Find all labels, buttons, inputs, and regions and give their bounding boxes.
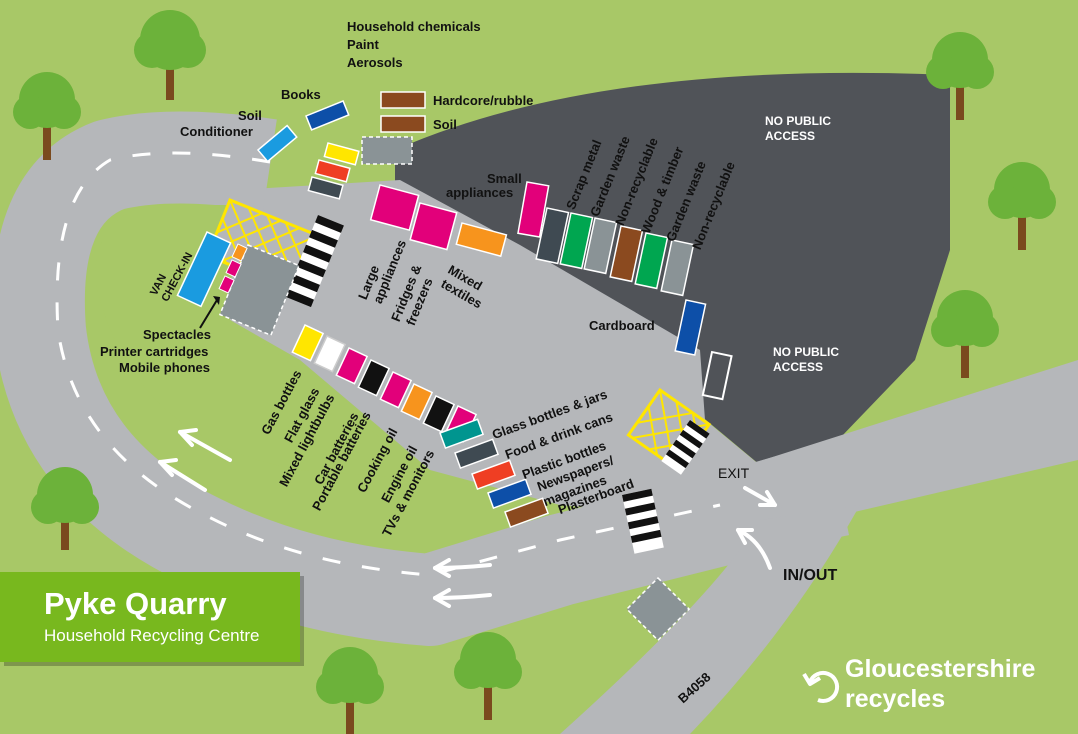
page-subtitle: Household Recycling Centre bbox=[44, 626, 260, 645]
label-small-appliances-1: Small bbox=[487, 171, 522, 186]
brand-line-1: Gloucestershire bbox=[845, 655, 1036, 683]
pointer-arrow bbox=[199, 299, 218, 329]
container-spectacles bbox=[231, 243, 248, 262]
zebra-crossing-3 bbox=[661, 420, 710, 475]
container-gas-bottles bbox=[291, 324, 325, 362]
b4058-road bbox=[560, 505, 860, 734]
title-panel: Pyke Quarry Household Recycling Centre bbox=[0, 572, 300, 662]
container-non-recyclable-1 bbox=[583, 217, 618, 275]
container-garden-waste-2 bbox=[634, 232, 669, 290]
grey-area-hardcore bbox=[361, 136, 413, 165]
direction-arrows bbox=[158, 428, 777, 608]
recycle-icon bbox=[802, 671, 840, 703]
tree bbox=[454, 632, 522, 720]
container-engine-oil bbox=[422, 395, 456, 433]
label-spectacles: Spectacles bbox=[143, 327, 211, 342]
label-mobile-phones: Mobile phones bbox=[119, 360, 210, 375]
outline-box-right bbox=[701, 350, 733, 401]
container-wood-timber bbox=[609, 225, 644, 283]
container-car-batteries bbox=[357, 359, 391, 397]
container-lightbulbs bbox=[335, 347, 369, 385]
road-to-exit bbox=[700, 360, 1078, 520]
container-plastic-bottles bbox=[471, 459, 517, 490]
label-no-public-access-top: NO PUBLIC ACCESS bbox=[765, 114, 831, 143]
container-flat-glass bbox=[313, 335, 347, 373]
label-in-out: IN/OUT bbox=[783, 567, 838, 584]
container-cardboard bbox=[674, 299, 707, 356]
tree bbox=[134, 10, 206, 100]
container-newspapers bbox=[487, 478, 533, 509]
container-textiles bbox=[455, 222, 508, 258]
container-cooking-oil bbox=[400, 383, 434, 421]
container-soil bbox=[380, 115, 426, 133]
brand-logo: Gloucestershire recycles bbox=[845, 654, 1035, 714]
label-printer-cartridges: Printer cartridges bbox=[100, 344, 209, 359]
container-hardcore bbox=[380, 91, 426, 109]
page-title: Pyke Quarry bbox=[44, 586, 227, 621]
label-cardboard: Cardboard bbox=[589, 318, 655, 333]
label-soil: Soil bbox=[433, 117, 457, 132]
label-hardcore: Hardcore/rubble bbox=[433, 93, 534, 108]
road-centre-line bbox=[55, 151, 721, 577]
inner-island bbox=[95, 205, 430, 480]
container-paint bbox=[314, 159, 351, 183]
brand-line-2: recycles bbox=[845, 685, 946, 713]
container-scrap-metal bbox=[535, 207, 570, 265]
container-small-appliances bbox=[517, 181, 550, 238]
container-mobile-phones bbox=[218, 275, 235, 294]
container-chemicals bbox=[323, 142, 360, 166]
container-plasterboard bbox=[504, 497, 550, 528]
container-large-appliances bbox=[369, 184, 420, 232]
label-paint: Paint bbox=[347, 37, 379, 52]
loop-road bbox=[0, 111, 850, 646]
van-checkin-box bbox=[176, 231, 232, 308]
container-non-recyclable-2 bbox=[660, 239, 695, 297]
tree bbox=[31, 467, 99, 550]
tree bbox=[988, 162, 1056, 250]
container-aerosols bbox=[307, 176, 344, 200]
container-printer-cartridges bbox=[225, 259, 242, 278]
container-glass-bottles bbox=[439, 418, 485, 449]
container-cans bbox=[454, 438, 500, 469]
container-soil-conditioner bbox=[256, 124, 298, 163]
container-garden-waste-1 bbox=[559, 212, 594, 270]
zebra-crossing-1 bbox=[285, 215, 344, 308]
tree bbox=[926, 32, 994, 120]
zebra-crossing-2 bbox=[622, 488, 664, 554]
container-fridges bbox=[409, 202, 458, 251]
label-exit: EXIT bbox=[718, 465, 750, 481]
label-soil-conditioner-1: Soil bbox=[238, 108, 262, 123]
label-no-public-access-bottom: NO PUBLIC ACCESS bbox=[773, 345, 839, 374]
label-books: Books bbox=[281, 87, 321, 102]
label-aerosols: Aerosols bbox=[347, 55, 403, 70]
container-portable-batteries bbox=[379, 371, 413, 409]
label-small-appliances-2: appliances bbox=[446, 185, 514, 200]
tree bbox=[931, 290, 999, 378]
container-books bbox=[305, 100, 350, 131]
trees bbox=[13, 10, 1056, 734]
tree bbox=[13, 72, 81, 160]
label-soil-conditioner-2: Conditioner bbox=[180, 124, 253, 139]
label-household-chemicals: Household chemicals bbox=[347, 19, 481, 34]
tree bbox=[316, 647, 384, 734]
